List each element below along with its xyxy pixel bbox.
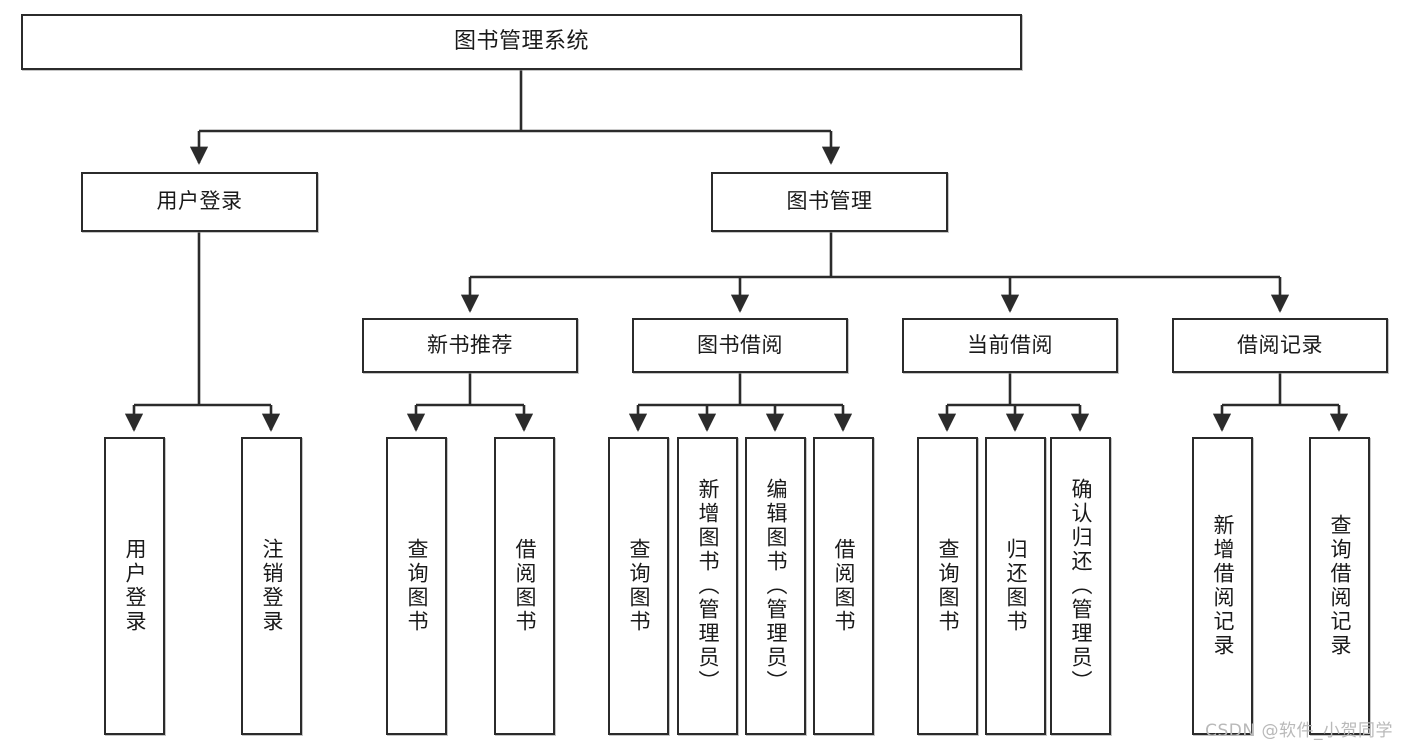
node-book-borrow[interactable]: 图书借阅 bbox=[632, 318, 848, 373]
node-label: 查询图书 bbox=[405, 538, 429, 634]
leaf-query-book-recommend[interactable]: 查询图书 bbox=[386, 437, 447, 735]
node-label: 借阅记录 bbox=[1237, 332, 1323, 357]
node-root-system[interactable]: 图书管理系统 bbox=[21, 14, 1022, 70]
leaf-borrow-book[interactable]: 借阅图书 bbox=[813, 437, 874, 735]
node-book-manage[interactable]: 图书管理 bbox=[711, 172, 948, 232]
leaf-edit-book[interactable]: 编辑图书（管理员） bbox=[745, 437, 806, 735]
node-label: 用户登录 bbox=[123, 538, 147, 634]
node-label: 用户登录 bbox=[156, 189, 243, 214]
leaf-logout[interactable]: 注销登录 bbox=[241, 437, 302, 735]
node-label: 当前借阅 bbox=[967, 332, 1053, 357]
node-borrow-record[interactable]: 借阅记录 bbox=[1172, 318, 1388, 373]
node-label: 借阅图书 bbox=[513, 538, 537, 634]
leaf-return-book[interactable]: 归还图书 bbox=[985, 437, 1046, 735]
node-label: 图书管理 bbox=[786, 189, 873, 214]
node-label: 确认归还（管理员） bbox=[1069, 478, 1093, 694]
leaf-add-borrow-record[interactable]: 新增借阅记录 bbox=[1192, 437, 1253, 735]
leaf-borrow-book-recommend[interactable]: 借阅图书 bbox=[494, 437, 555, 735]
node-current-borrow[interactable]: 当前借阅 bbox=[902, 318, 1118, 373]
node-user-login[interactable]: 用户登录 bbox=[81, 172, 318, 232]
node-label: 编辑图书（管理员） bbox=[764, 478, 788, 694]
leaf-query-book-current[interactable]: 查询图书 bbox=[917, 437, 978, 735]
node-label: 查询图书 bbox=[936, 538, 960, 634]
leaf-user-login[interactable]: 用户登录 bbox=[104, 437, 165, 735]
node-label: 注销登录 bbox=[260, 538, 284, 634]
leaf-confirm-return[interactable]: 确认归还（管理员） bbox=[1050, 437, 1111, 735]
node-label: 新书推荐 bbox=[427, 332, 513, 357]
leaf-query-book-borrow[interactable]: 查询图书 bbox=[608, 437, 669, 735]
node-label: 查询图书 bbox=[627, 538, 651, 634]
node-label: 图书管理系统 bbox=[453, 28, 589, 54]
leaf-add-book[interactable]: 新增图书（管理员） bbox=[677, 437, 738, 735]
csdn-watermark: CSDN @软件_小贺同学 bbox=[1205, 721, 1393, 741]
leaf-query-borrow-record[interactable]: 查询借阅记录 bbox=[1309, 437, 1370, 735]
node-label: 归还图书 bbox=[1004, 538, 1028, 634]
node-label: 新增借阅记录 bbox=[1211, 514, 1235, 658]
node-new-book-recommend[interactable]: 新书推荐 bbox=[362, 318, 578, 373]
node-label: 新增图书（管理员） bbox=[696, 478, 720, 694]
node-label: 图书借阅 bbox=[697, 332, 783, 357]
node-label: 查询借阅记录 bbox=[1328, 514, 1352, 658]
node-label: 借阅图书 bbox=[832, 538, 856, 634]
